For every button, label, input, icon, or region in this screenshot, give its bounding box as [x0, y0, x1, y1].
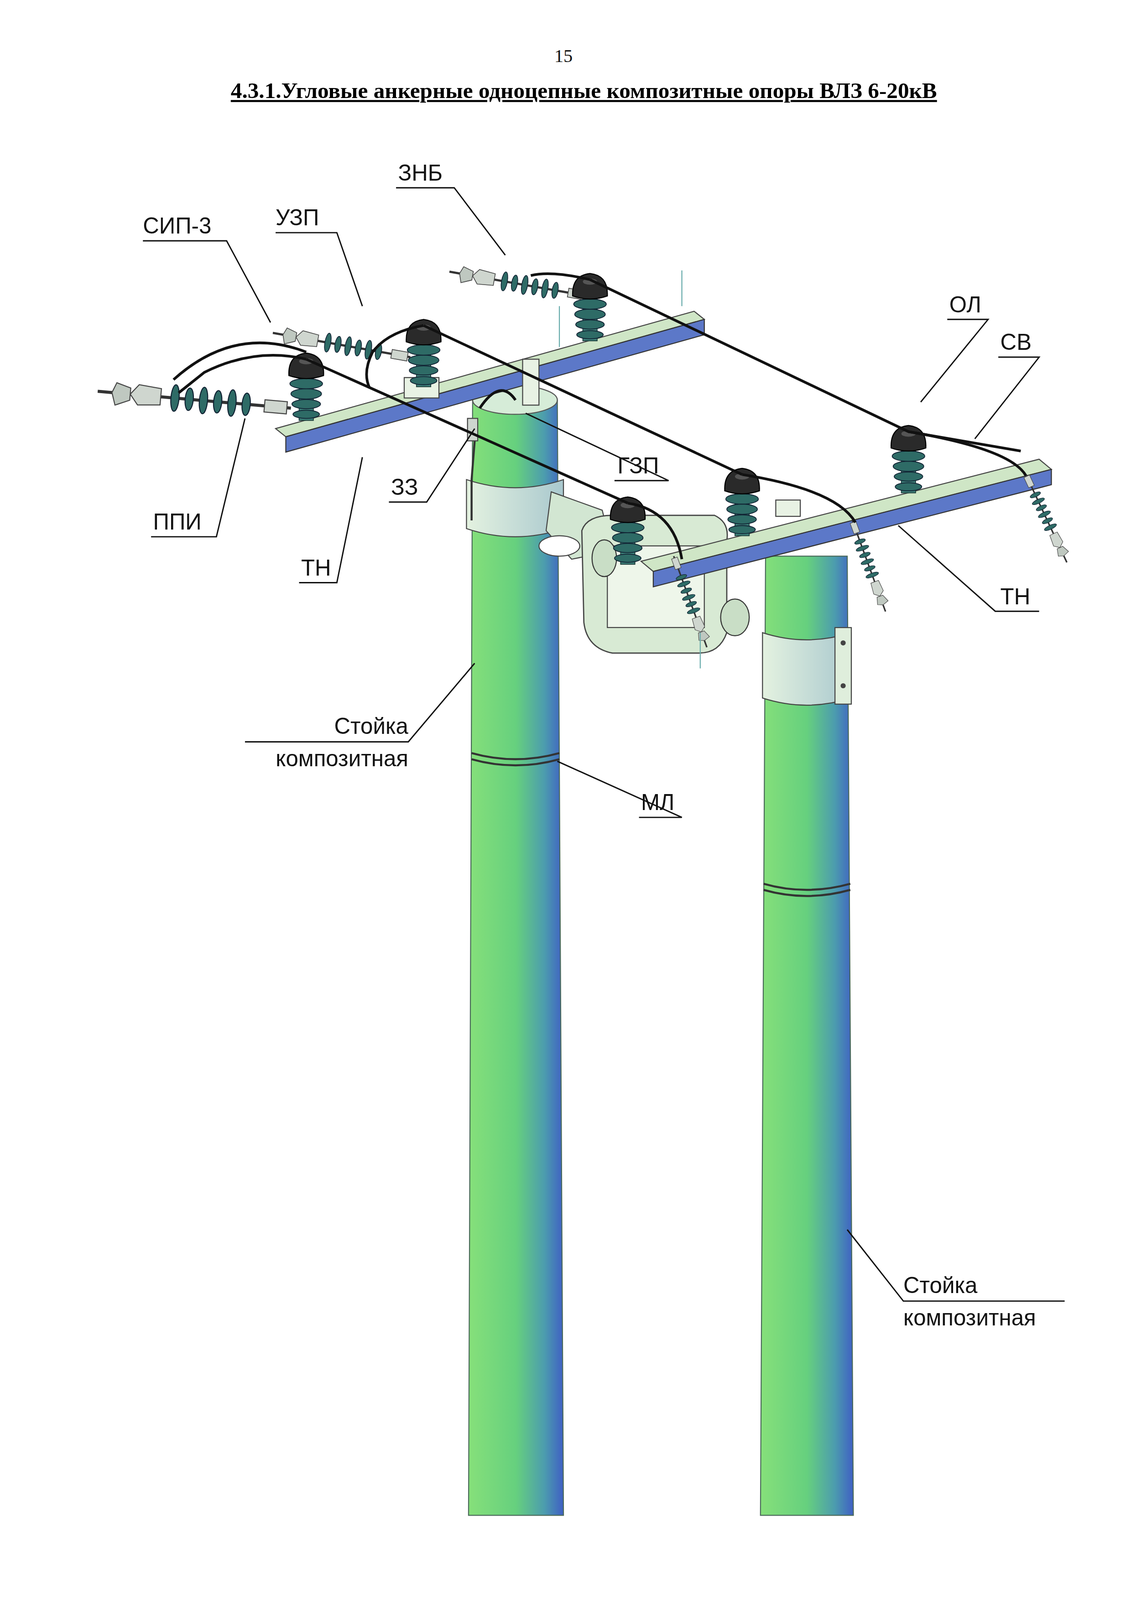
callout-label: УЗП — [275, 205, 319, 232]
callout-label: СВ — [1000, 329, 1032, 357]
callout-label: ТН — [301, 555, 332, 582]
callout-label: ЗНБ — [398, 160, 444, 187]
callout-label: ЗЗ — [390, 474, 418, 501]
callout-label: ТН — [1000, 583, 1031, 611]
callout-label: ППИ — [153, 509, 202, 536]
callout-label: ОЛ — [949, 291, 982, 319]
part-label: Стойка композитная — [903, 1269, 1075, 1335]
callout-label: МЛ — [641, 790, 675, 817]
part-label: Стойка композитная — [236, 710, 409, 776]
callout-label: ГЗП — [617, 453, 660, 480]
callout-label: СИП-3 — [142, 213, 212, 240]
page-title: 4.3.1.Угловые анкерные одноцепные композ… — [230, 77, 938, 105]
page-number: 15 — [554, 42, 573, 70]
